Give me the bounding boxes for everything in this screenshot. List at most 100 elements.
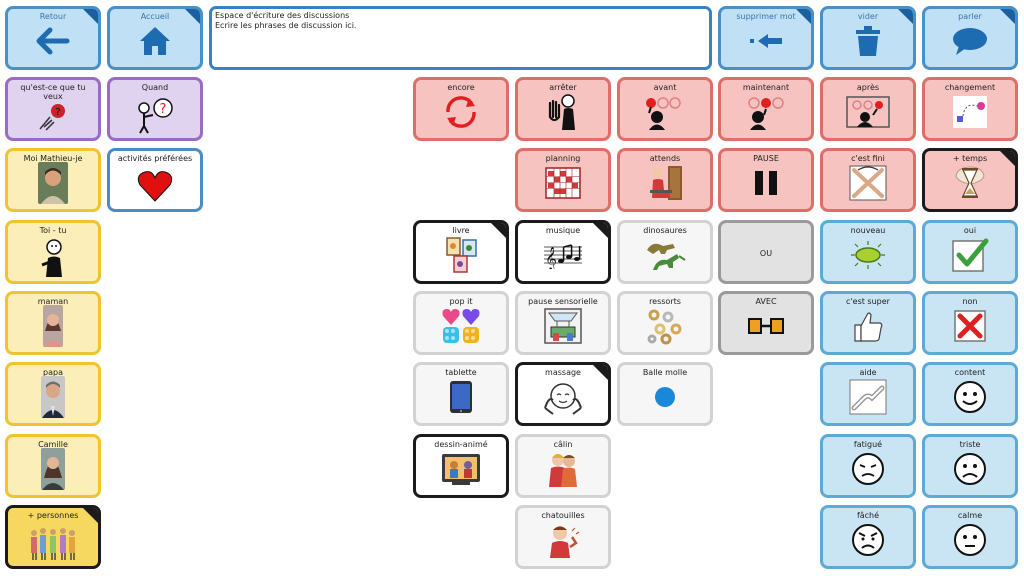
tired-label: fatigué <box>853 440 883 449</box>
soft-ball-label: Balle molle <box>642 368 688 377</box>
after-button[interactable]: après <box>820 77 916 141</box>
more-time-button[interactable]: + temps <box>922 148 1018 212</box>
clear-button[interactable]: vider <box>820 6 916 70</box>
cartoon-label: dessin-animé <box>434 440 488 449</box>
great-button[interactable]: c'est super <box>820 291 916 355</box>
with-label: AVEC <box>755 297 777 306</box>
home-icon <box>140 27 170 56</box>
help-label: aide <box>859 368 877 377</box>
speech-bubble-icon <box>953 28 987 56</box>
camille-button[interactable]: Camille <box>5 434 101 498</box>
svg-text:?: ? <box>160 102 167 117</box>
sad-button[interactable]: triste <box>922 434 1018 498</box>
checkmark-icon <box>952 238 989 273</box>
books-icon <box>446 237 477 274</box>
now-button[interactable]: maintenant <box>718 77 814 141</box>
massage-button[interactable]: massage <box>515 362 611 426</box>
springs-label: ressorts <box>649 297 681 306</box>
pause-button[interactable]: PAUSE <box>718 148 814 212</box>
sensory-break-button[interactable]: pause sensorielle <box>515 291 611 355</box>
mom-button[interactable]: maman <box>5 291 101 355</box>
tickle-icon <box>550 526 580 559</box>
home-label: Accueil <box>140 12 170 21</box>
pop-it-toy-icon <box>442 309 480 344</box>
before-button[interactable]: avant <box>617 77 713 141</box>
speak-button[interactable]: parler <box>922 6 1018 70</box>
me-mathieu-button[interactable]: Moi Mathieu-je <box>5 148 101 212</box>
before-icon <box>646 97 681 131</box>
tired-face-icon <box>852 453 884 486</box>
springs-icon <box>647 309 682 345</box>
calm-face-icon <box>954 524 986 557</box>
stop-button[interactable]: arrêter <box>515 77 611 141</box>
back-button[interactable]: Retour <box>5 6 101 70</box>
with-button[interactable]: AVEC <box>718 291 814 355</box>
home-button[interactable]: Accueil <box>107 6 203 70</box>
favorite-activities-button[interactable]: activités préférées <box>107 148 203 212</box>
again-button[interactable]: encore <box>413 77 509 141</box>
finished-label: c'est fini <box>851 154 885 163</box>
tablet-icon <box>450 381 472 414</box>
me-mathieu-label: Moi Mathieu-je <box>23 154 83 163</box>
massage-label: massage <box>545 368 581 377</box>
what-do-you-want-label: qu'est-ce que tu veux <box>20 83 86 101</box>
new-label: nouveau <box>850 226 886 235</box>
change-button[interactable]: changement <box>922 77 1018 141</box>
change-icon <box>953 96 987 129</box>
dad-button[interactable]: papa <box>5 362 101 426</box>
music-button[interactable]: musique 𝄞 <box>515 220 611 284</box>
schedule-button[interactable]: planning <box>515 148 611 212</box>
or-button[interactable]: OU <box>718 220 814 284</box>
springs-button[interactable]: ressorts <box>617 291 713 355</box>
dinosaurs-button[interactable]: dinosaures <box>617 220 713 284</box>
dad-label: papa <box>43 368 63 377</box>
help-button[interactable]: aide <box>820 362 916 426</box>
cartoon-button[interactable]: dessin-animé <box>413 434 509 498</box>
helping-hands-icon <box>849 379 887 415</box>
hug-button[interactable]: câlin <box>515 434 611 498</box>
message-window[interactable]: Espace d'écriture des discussions Ecrire… <box>209 6 712 70</box>
pop-it-button[interactable]: pop it <box>413 291 509 355</box>
schedule-label: planning <box>545 154 581 163</box>
what-do-you-want-button[interactable]: qu'est-ce que tu veux ? <box>5 77 101 141</box>
wait-button[interactable]: attends <box>617 148 713 212</box>
delete-word-button[interactable]: supprimer mot <box>718 6 814 70</box>
more-people-button[interactable]: + personnes <box>5 505 101 569</box>
book-label: livre <box>452 226 470 235</box>
tablet-button[interactable]: tablette <box>413 362 509 426</box>
svg-text:𝄞: 𝄞 <box>545 246 557 269</box>
hourglass-icon <box>955 166 985 199</box>
music-notes-icon: 𝄞 <box>544 244 582 269</box>
backspace-icon <box>750 34 782 49</box>
ball-icon <box>655 387 675 408</box>
yes-button[interactable]: oui <box>922 220 1018 284</box>
pop-it-label: pop it <box>449 297 473 306</box>
dinosaurs-label: dinosaures <box>643 226 687 235</box>
book-button[interactable]: livre <box>413 220 509 284</box>
heart-icon <box>137 170 173 202</box>
sad-face-icon <box>954 453 986 486</box>
trash-icon <box>856 26 880 57</box>
after-icon <box>846 96 890 129</box>
angry-face-icon <box>852 524 884 557</box>
no-button[interactable]: non <box>922 291 1018 355</box>
sensory-break-label: pause sensorielle <box>528 297 598 306</box>
waiting-person-icon <box>650 166 682 201</box>
wait-label: attends <box>649 154 681 163</box>
calm-button[interactable]: calme <box>922 505 1018 569</box>
happy-button[interactable]: content <box>922 362 1018 426</box>
before-label: avant <box>653 83 677 92</box>
soft-ball-button[interactable]: Balle molle <box>617 362 713 426</box>
you-button[interactable]: Toi - tu <box>5 220 101 284</box>
tired-button[interactable]: fatigué <box>820 434 916 498</box>
tv-cartoon-icon <box>442 454 480 486</box>
new-button[interactable]: nouveau <box>820 220 916 284</box>
with-link-icon <box>748 318 784 335</box>
finished-button[interactable]: c'est fini <box>820 148 916 212</box>
when-clock-question-icon: ? <box>138 98 173 134</box>
new-shine-icon <box>851 241 885 270</box>
tickles-button[interactable]: chatouilles <box>515 505 611 569</box>
angry-button[interactable]: fâché <box>820 505 916 569</box>
when-button[interactable]: Quand ? <box>107 77 203 141</box>
change-label: changement <box>944 83 996 92</box>
